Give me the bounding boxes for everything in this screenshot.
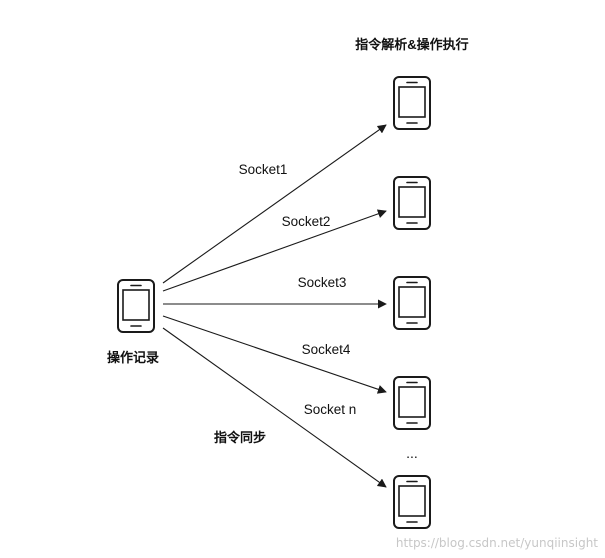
socket-label-4: Socket4 xyxy=(302,342,351,357)
socket-label-3: Socket3 xyxy=(298,275,347,290)
connection-arrows xyxy=(162,124,387,488)
arrow-socket-n xyxy=(162,327,387,488)
arrow-socket2 xyxy=(162,209,387,292)
target-phone-icon-3 xyxy=(393,276,431,330)
top-title: 指令解析&操作执行 xyxy=(355,37,468,52)
socket-label-2: Socket2 xyxy=(282,214,331,229)
ellipsis: ... xyxy=(406,445,418,461)
source-label: 操作记录 xyxy=(107,350,159,365)
sync-label: 指令同步 xyxy=(214,430,266,445)
arrow-socket1 xyxy=(162,124,387,284)
arrow-socket4 xyxy=(162,315,387,394)
target-phone-icon-5 xyxy=(393,475,431,529)
target-phone-icon-2 xyxy=(393,176,431,230)
target-phone-icon-1 xyxy=(393,76,431,130)
socket-label-1: Socket1 xyxy=(239,162,288,177)
socket-label-n: Socket n xyxy=(304,402,357,417)
source-phone-icon xyxy=(117,279,155,333)
watermark: https://blog.csdn.net/yunqiinsight xyxy=(396,536,598,550)
target-phone-icon-4 xyxy=(393,376,431,430)
